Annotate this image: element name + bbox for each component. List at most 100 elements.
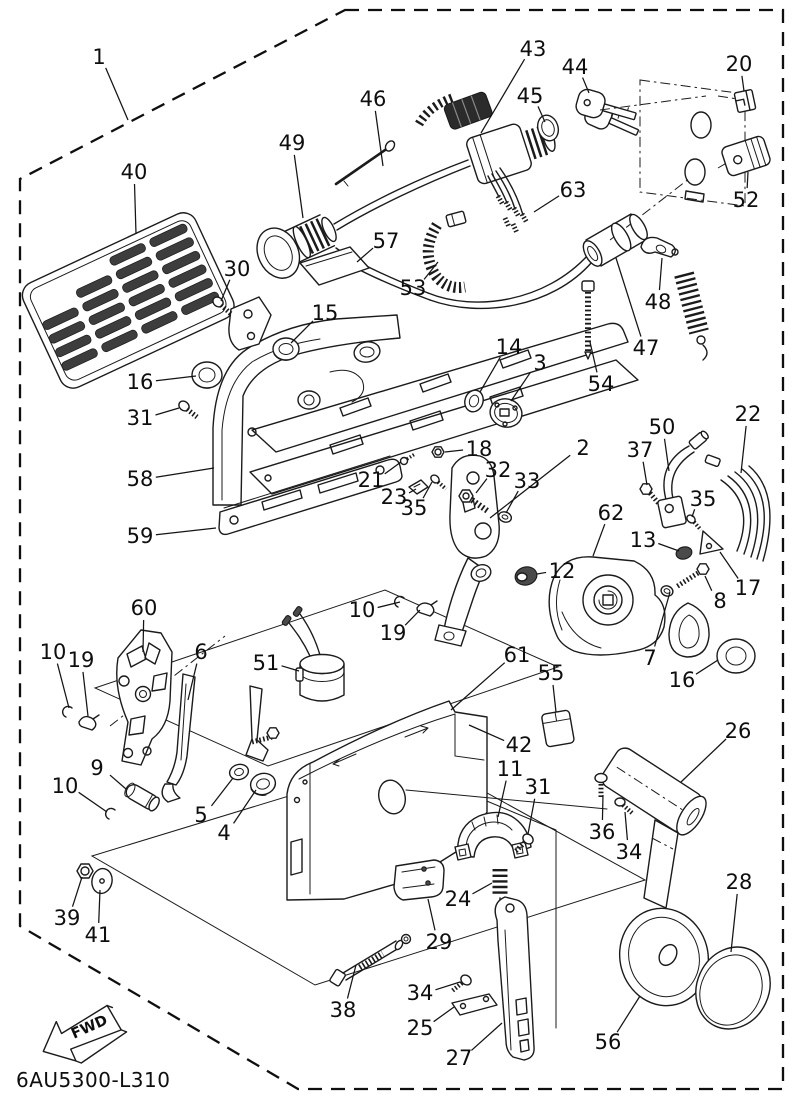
callout-56: 56: [595, 1030, 622, 1054]
part-2-bracket: [434, 454, 500, 647]
part-28-cover-disc: [695, 946, 771, 1030]
callout-10: 10: [349, 598, 376, 622]
part-29-bracket: [393, 859, 445, 901]
part-code: 6AU5300-L310: [16, 1068, 170, 1092]
callout-47: 47: [633, 336, 660, 360]
part-34-screw-b: [450, 974, 472, 993]
leader-line-49: [293, 154, 304, 219]
callout-9: 9: [90, 756, 103, 780]
callout-50: 50: [649, 415, 676, 439]
leader-line-23: [408, 488, 417, 494]
callout-16: 16: [127, 370, 154, 394]
part-12-bushing: [514, 566, 538, 586]
callout-13: 13: [630, 528, 657, 552]
part-36-screw: [594, 772, 608, 797]
callout-51: 51: [253, 651, 280, 675]
leader-line-35: [691, 509, 696, 518]
callout-28: 28: [726, 870, 753, 894]
callout-46: 46: [360, 87, 387, 111]
callout-20: 20: [726, 52, 753, 76]
callout-34: 34: [407, 981, 434, 1005]
callout-27: 27: [446, 1046, 473, 1070]
callout-30: 30: [224, 257, 251, 281]
fwd-arrow: FWD: [42, 1004, 128, 1064]
leader-line-29: [427, 898, 436, 931]
leader-line-15: [290, 320, 314, 344]
part-44-key-set: [575, 88, 640, 136]
part-57-plate: [299, 246, 370, 286]
part-35-screw-b: [686, 514, 703, 532]
callout-58: 58: [127, 467, 154, 491]
leader-line-3: [510, 372, 531, 402]
part-40-grille: [21, 212, 235, 389]
part-63-terminals: [495, 194, 530, 235]
leader-line-51: [281, 665, 300, 672]
part-46-pin: [334, 140, 396, 187]
leader-line-10: [377, 601, 401, 609]
part-38-bolt: [329, 933, 412, 987]
part-14-washer: [464, 389, 484, 413]
callout-34: 34: [616, 840, 643, 864]
leader-line-33: [505, 490, 519, 514]
leader-line-17: [719, 551, 739, 579]
part-47-main-switch: [582, 213, 648, 267]
leader-line-52: [746, 171, 749, 189]
part-60-cam-plate: [109, 629, 226, 766]
leader-line-25: [433, 1006, 455, 1023]
callout-17: 17: [735, 576, 762, 600]
part-15-grommet: [272, 337, 300, 361]
part-37-bolt: [639, 483, 662, 507]
leader-line-62: [592, 523, 606, 557]
leader-line-9: [109, 774, 127, 790]
leader-line-1: [105, 67, 129, 121]
callout-37: 37: [627, 438, 654, 462]
dashed-boundary: [18, 8, 785, 1091]
callout-53: 53: [400, 276, 427, 300]
callout-59: 59: [127, 524, 154, 548]
leader-line-38: [346, 964, 357, 999]
leader-line-42: [468, 724, 505, 742]
callout-54: 54: [588, 372, 615, 396]
part-10-cring-c: [105, 807, 116, 820]
part-18-nut: [431, 446, 445, 458]
leader-line-19: [82, 671, 89, 717]
leader-line-43: [480, 58, 526, 134]
leader-line-6: [187, 663, 198, 701]
leader-line-4: [233, 789, 257, 824]
callout-14: 14: [496, 335, 523, 359]
leader-line-30: [220, 279, 231, 302]
part-9-pin: [124, 782, 160, 812]
leader-line-31: [155, 407, 180, 416]
part-5-washer: [228, 763, 250, 781]
leader-line-36: [601, 794, 604, 821]
callout-12: 12: [549, 559, 576, 583]
leader-line-61: [450, 662, 506, 711]
part-19-clip-a: [78, 714, 100, 731]
callout-6: 6: [194, 640, 207, 664]
callout-42: 42: [506, 733, 533, 757]
part-53-harness-band: [422, 210, 467, 293]
callout-52: 52: [733, 188, 760, 212]
leader-line-10: [56, 663, 70, 709]
part-62-cam-housing: [548, 556, 666, 656]
part-4-grommet: [249, 772, 277, 796]
part-22-leaf-springs: [720, 465, 771, 562]
leader-line-18: [444, 449, 464, 453]
part-10-cring-a: [62, 705, 73, 718]
callout-61: 61: [504, 643, 531, 667]
callout-1: 1: [92, 45, 105, 69]
part-54-screw: [581, 280, 595, 360]
part-7-nut: [660, 585, 674, 597]
leader-line-13: [658, 542, 680, 552]
part-13-cap: [675, 546, 693, 560]
leader-line-57: [356, 247, 374, 263]
leader-line-19: [404, 609, 421, 626]
leader-line-21: [384, 461, 402, 475]
leader-line-41: [98, 889, 101, 924]
callout-7: 7: [643, 646, 656, 670]
leader-line-46: [374, 110, 384, 167]
callout-3: 3: [533, 351, 546, 375]
callout-55: 55: [538, 661, 565, 685]
callout-32: 32: [485, 458, 512, 482]
